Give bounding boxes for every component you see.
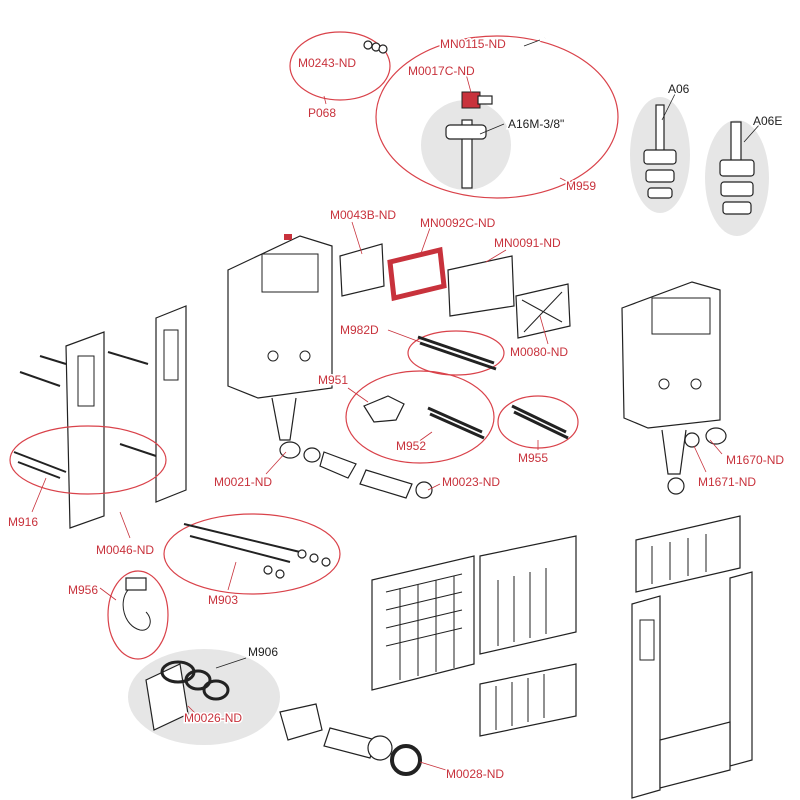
label-m1671: M1671-ND bbox=[698, 475, 756, 489]
label-m0026: M0026-ND bbox=[184, 711, 242, 725]
cistern-part bbox=[227, 234, 333, 441]
left-frame-part bbox=[19, 305, 187, 529]
fill-valve-part bbox=[421, 91, 511, 190]
m903-screws-part bbox=[183, 523, 331, 579]
label-m1670: M1670-ND bbox=[726, 453, 784, 467]
flush-plate-frame-part bbox=[339, 243, 571, 339]
m956-group-ring bbox=[107, 570, 169, 660]
leader-lines bbox=[31, 39, 761, 771]
bottom-drain-parts bbox=[279, 703, 422, 776]
a06e-part bbox=[705, 120, 769, 236]
m982d-rods-part bbox=[417, 335, 497, 371]
label-m955: M955 bbox=[518, 451, 548, 465]
label-a06: A06 bbox=[668, 82, 690, 96]
label-a16m: A16M-3/8" bbox=[508, 117, 564, 131]
right-cistern-part bbox=[621, 281, 727, 495]
m955-rods-part bbox=[511, 404, 569, 440]
insulation-panels-part bbox=[371, 535, 577, 737]
label-mn0091: MN0091-ND bbox=[494, 236, 561, 250]
label-m0043b: M0043B-ND bbox=[330, 208, 396, 222]
m952-rods-part bbox=[427, 406, 485, 440]
m906-part bbox=[128, 649, 280, 745]
m951-group-ring bbox=[345, 370, 495, 464]
label-m0028: M0028-ND bbox=[446, 767, 504, 781]
label-m916: M916 bbox=[8, 515, 38, 529]
small-screws-part bbox=[363, 40, 388, 54]
right-frame-part bbox=[631, 515, 753, 799]
label-m903: M903 bbox=[208, 593, 238, 607]
label-mn0092c: MN0092C-ND bbox=[420, 216, 496, 230]
label-p068: P068 bbox=[308, 106, 336, 120]
label-m982d: M982D bbox=[340, 323, 379, 337]
m956-clip-part bbox=[122, 577, 151, 631]
m0243-group-ring bbox=[289, 31, 391, 101]
label-m0080: M0080-ND bbox=[510, 345, 568, 359]
drain-pipe-parts bbox=[279, 441, 433, 499]
label-m951: M951 bbox=[318, 373, 348, 387]
label-a06e: A06E bbox=[753, 114, 782, 128]
label-m0021: M0021-ND bbox=[214, 475, 272, 489]
m903-group-ring bbox=[163, 513, 341, 595]
label-m956: M956 bbox=[68, 583, 98, 597]
label-m0017c: M0017C-ND bbox=[408, 64, 475, 78]
m982d-group-ring bbox=[407, 330, 505, 376]
label-m0046: M0046-ND bbox=[96, 543, 154, 557]
label-m0243: M0243-ND bbox=[298, 56, 356, 70]
label-m959: M959 bbox=[566, 179, 596, 193]
label-m0023: M0023-ND bbox=[442, 475, 500, 489]
label-mn0115: MN0115-ND bbox=[440, 37, 506, 51]
label-m906: M906 bbox=[248, 645, 278, 659]
part-labels: M0243-ND P068 MN0115-ND M0017C-ND A16M-3… bbox=[7, 36, 786, 783]
label-m952: M952 bbox=[396, 439, 426, 453]
m959-group-ring bbox=[375, 35, 619, 199]
m951-mechanism-part bbox=[363, 395, 405, 423]
a06-part bbox=[630, 97, 690, 213]
m916-rods-part bbox=[13, 443, 157, 479]
m916-group-ring bbox=[9, 425, 167, 495]
